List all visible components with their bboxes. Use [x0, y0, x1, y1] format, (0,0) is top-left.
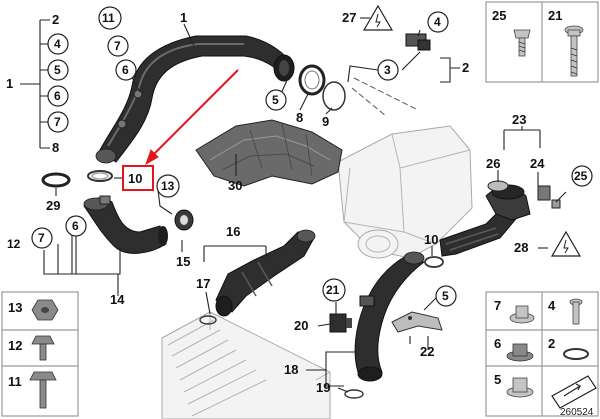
label-9-top: 9 [322, 114, 329, 129]
charge-air-hose-right [439, 180, 561, 257]
hardware-box-top-right [485, 1, 599, 83]
pressure-sensor-4 [405, 33, 431, 51]
label-14: 14 [110, 292, 125, 307]
leader-lines [20, 17, 567, 393]
label-1-left: 1 [6, 76, 13, 91]
label-2-top: 2 [52, 12, 59, 27]
highlight-arrow [145, 69, 239, 166]
seal-ring-8 [298, 64, 326, 96]
label-6-top: 6 [122, 63, 129, 77]
label-22: 22 [420, 344, 434, 359]
label-28: 28 [514, 240, 528, 255]
gasket-icon [551, 375, 597, 409]
seal-ring-15 [174, 209, 194, 231]
bolt-11-icon [29, 371, 57, 409]
grommet-7-icon [509, 305, 535, 324]
highlight-box [122, 165, 154, 191]
label-15: 15 [176, 254, 190, 269]
label-12-box: 12 [8, 338, 22, 353]
bolt-21-icon [564, 25, 584, 77]
seal-ring-10 [87, 170, 113, 182]
screw-4-icon [569, 298, 583, 325]
label-4-top: 4 [434, 15, 441, 29]
charge-air-hose-middle [215, 229, 316, 317]
heat-shield [195, 119, 343, 187]
air-filter-housing-ghost [337, 125, 473, 259]
label-25-box: 25 [492, 8, 506, 23]
label-21-box: 21 [548, 8, 562, 23]
grommet-6-icon [506, 343, 534, 362]
label-29: 29 [46, 198, 60, 213]
label-26: 26 [486, 156, 500, 171]
callout-circles [31, 6, 593, 307]
label-27: 27 [342, 10, 356, 25]
label-6-left: 6 [54, 89, 61, 103]
charge-air-pipe-top [95, 35, 295, 164]
label-25-right: 25 [574, 169, 588, 183]
label-23: 23 [512, 112, 526, 127]
label-5-top: 5 [272, 93, 279, 107]
label-13-box: 13 [8, 300, 22, 315]
seal-ring-9b [424, 256, 444, 268]
bracket-22 [391, 311, 443, 333]
clamp-19 [344, 389, 364, 399]
seal-ring-29 [41, 172, 71, 188]
label-5-lower: 5 [442, 289, 449, 303]
grommet-5-icon [506, 377, 534, 398]
label-7-mid: 7 [38, 231, 45, 245]
label-18: 18 [284, 362, 298, 377]
label-12-left: 12 [7, 237, 21, 251]
warning-triangle-28 [550, 230, 582, 257]
label-8-top: 8 [296, 110, 303, 125]
label-20: 20 [294, 318, 308, 333]
rubber-mount-20 [329, 313, 352, 333]
clamp-17 [199, 315, 217, 325]
label-30: 30 [228, 178, 242, 193]
nut-13-icon [31, 299, 59, 321]
label-13-center: 13 [161, 179, 175, 193]
label-4-left: 4 [54, 37, 61, 51]
label-17: 17 [196, 276, 210, 291]
label-2-box: 2 [548, 336, 555, 351]
diagram-code: 260524 [560, 407, 594, 418]
oring-2-icon [563, 348, 589, 360]
label-3: 3 [384, 63, 391, 77]
hardware-box-bottom-right [485, 291, 599, 417]
charge-air-hose-lower-left [83, 195, 168, 254]
label-8-left: 8 [52, 140, 59, 155]
label-2-right: 2 [462, 60, 469, 75]
label-4-box: 4 [548, 298, 556, 313]
label-7-box: 7 [494, 298, 501, 313]
label-5-left: 5 [54, 63, 61, 77]
warning-triangle-27 [362, 4, 394, 31]
label-7-top: 7 [114, 39, 121, 53]
label-10-highlight: 10 [128, 171, 142, 186]
bolt-12-icon [31, 335, 55, 361]
label-6-box: 6 [494, 336, 501, 351]
label-6-mid: 6 [72, 219, 79, 233]
label-24: 24 [530, 156, 545, 171]
intercooler-ghost [161, 311, 331, 419]
label-21-center: 21 [326, 283, 340, 297]
label-1-top: 1 [180, 10, 187, 25]
label-19: 19 [316, 380, 330, 395]
label-11-box: 11 [8, 374, 22, 389]
hardware-box-left [1, 291, 79, 417]
screw-25-icon [513, 29, 531, 57]
clamp-9 [322, 81, 346, 111]
label-7-left: 7 [54, 115, 61, 129]
part-labels: 2 4 5 6 7 8 1 11 7 6 1 5 8 9 27 4 3 2 25… [6, 8, 594, 418]
label-11-top: 11 [102, 11, 115, 25]
label-16: 16 [226, 224, 240, 239]
charge-air-hose-lower-center [354, 251, 426, 382]
label-10-right: 10 [424, 232, 438, 247]
label-5-box: 5 [494, 372, 501, 387]
